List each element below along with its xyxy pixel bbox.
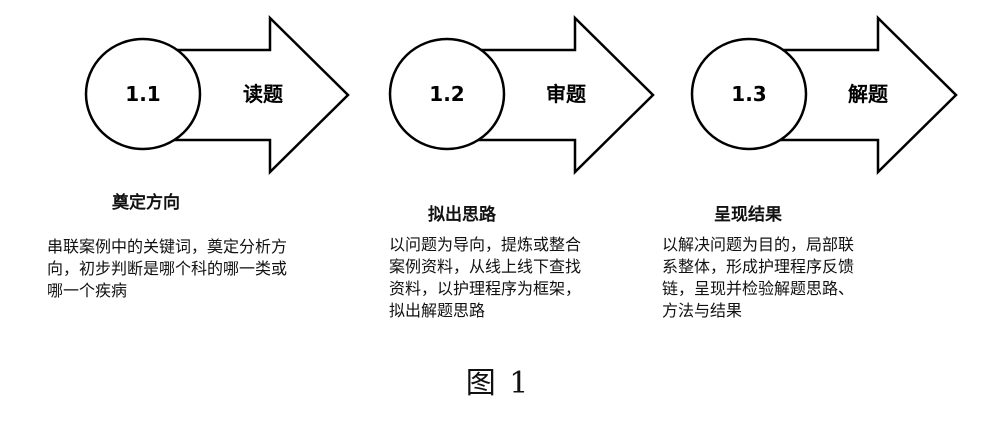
step-1-desc-line-3: 哪一个疾病 bbox=[47, 281, 128, 300]
step-3-verb: 解题 bbox=[848, 82, 889, 106]
step-2: 1.2 审题 bbox=[388, 15, 655, 175]
step-1-verb: 读题 bbox=[243, 82, 284, 106]
step-3-desc-line-2: 系整体，形成护理程序反馈 bbox=[662, 257, 855, 276]
step-3-title: 呈现结果 bbox=[714, 205, 782, 225]
step-2-circle bbox=[388, 37, 506, 151]
step-2-desc-line-4: 拟出解题思路 bbox=[389, 301, 486, 320]
step-1-desc-line-1: 串联案例中的关键词，奠定分析方 bbox=[47, 237, 288, 256]
step-1-title: 奠定方向 bbox=[112, 193, 180, 213]
step-3-circle bbox=[690, 37, 808, 151]
step-3: 1.3 解题 bbox=[690, 15, 958, 175]
step-3-description: 以解决问题为目的，局部联 系整体，形成护理程序反馈 链，呈现并检验解题思路、 方… bbox=[662, 234, 854, 322]
step-3-desc-line-1: 以解决问题为目的，局部联 bbox=[662, 235, 855, 254]
step-2-verb: 审题 bbox=[546, 82, 587, 106]
step-2-description: 以问题为导向，提炼或整合 案例资料，从线上线下查找 资料，以护理程序为框架， 拟… bbox=[389, 234, 581, 322]
step-1-desc-line-2: 向，初步判断是哪个科的哪一类或 bbox=[47, 259, 288, 278]
step-2-desc-line-2: 案例资料，从线上线下查找 bbox=[389, 257, 582, 276]
step-3-number: 1.3 bbox=[731, 82, 766, 106]
figure-caption: 图 1 bbox=[465, 366, 531, 401]
step-1-circle bbox=[84, 37, 202, 151]
step-1-number: 1.1 bbox=[125, 82, 160, 106]
step-1-description: 串联案例中的关键词，奠定分析方 向，初步判断是哪个科的哪一类或 哪一个疾病 bbox=[47, 236, 287, 302]
step-2-desc-line-1: 以问题为导向，提炼或整合 bbox=[389, 235, 582, 254]
step-3-desc-line-4: 方法与结果 bbox=[662, 301, 743, 320]
step-1: 1.1 读题 bbox=[84, 15, 350, 175]
step-2-desc-line-3: 资料，以护理程序为框架， bbox=[389, 279, 582, 298]
step-2-number: 1.2 bbox=[429, 82, 464, 106]
step-3-desc-line-3: 链，呈现并检验解题思路、 bbox=[662, 279, 855, 298]
step-2-title: 拟出思路 bbox=[428, 205, 496, 225]
